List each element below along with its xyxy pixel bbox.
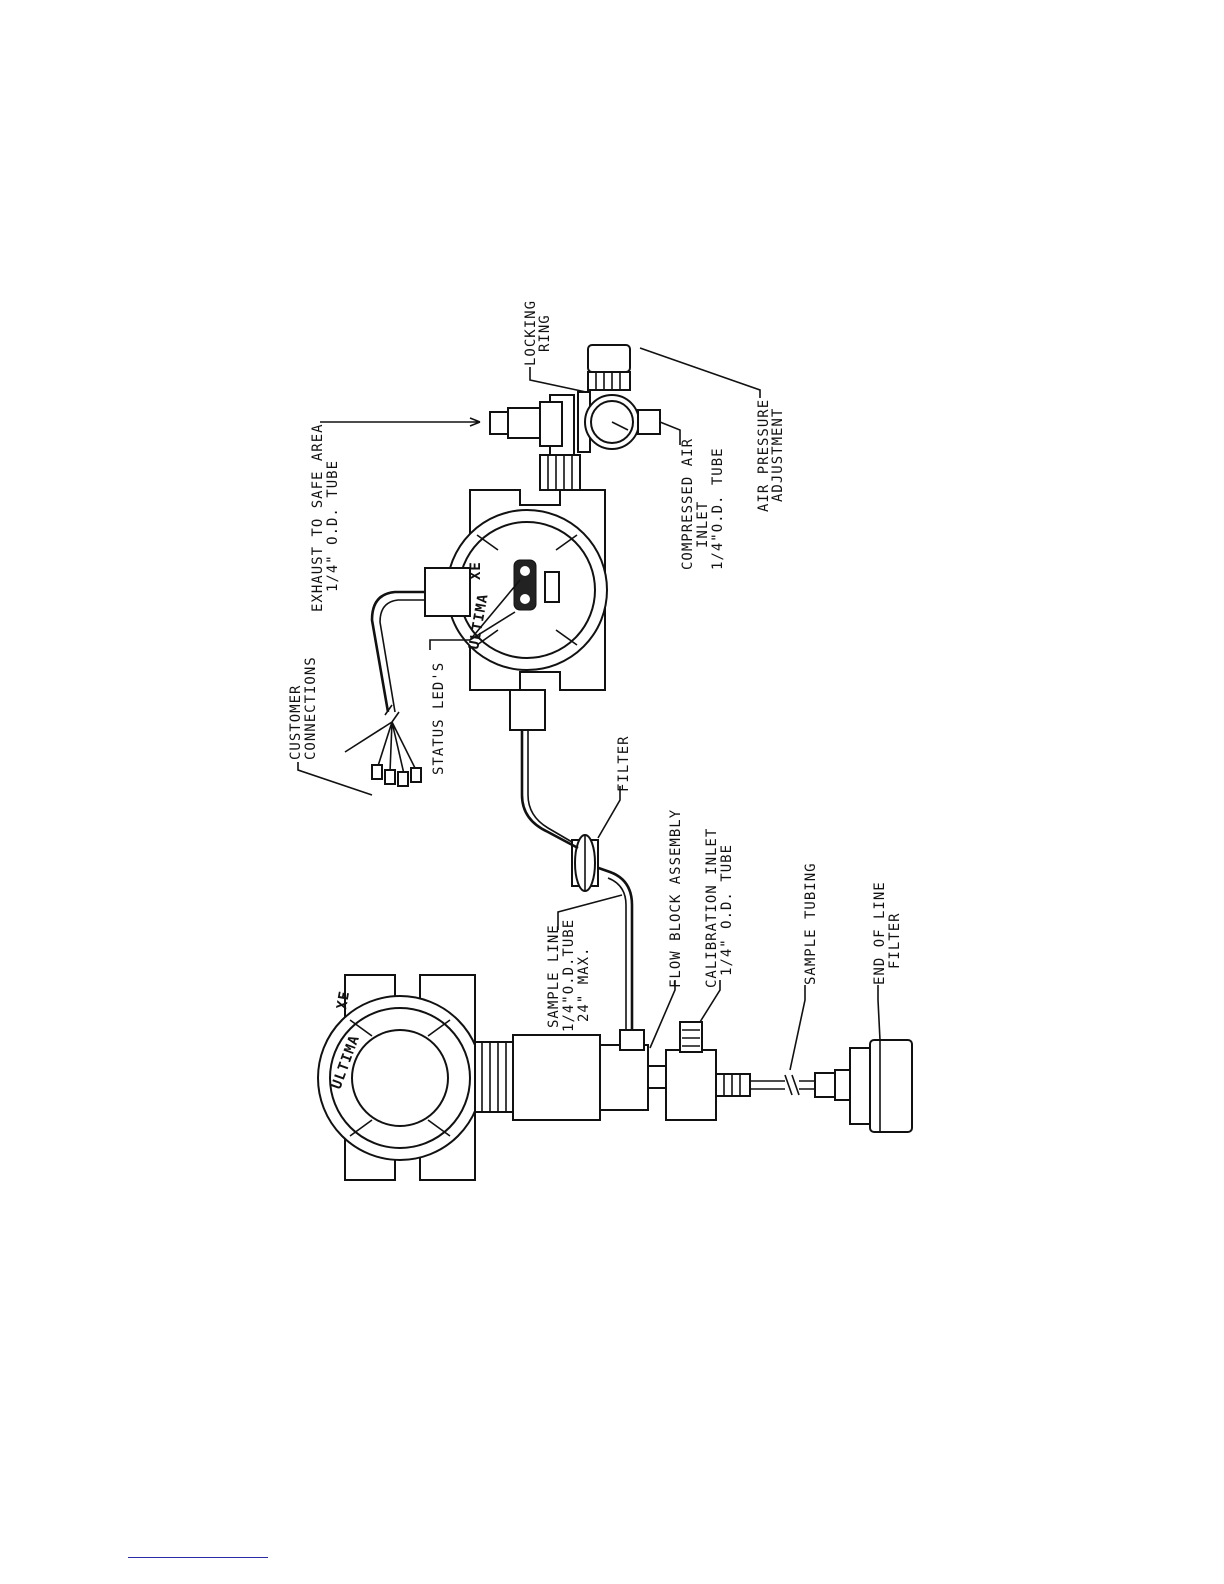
flow-block-assembly-body bbox=[513, 1030, 666, 1120]
label-exhaust-line2: 1/4" O.D. TUBE bbox=[325, 460, 341, 592]
label-customer-connections-line2: CONNECTIONS bbox=[303, 656, 319, 760]
label-exhaust-line1: EXHAUST TO SAFE AREA bbox=[310, 423, 326, 612]
label-end-of-line-filter-line2: FILTER bbox=[887, 912, 903, 969]
footer-rule bbox=[128, 1557, 268, 1558]
main-detector-model-text: XE bbox=[334, 989, 353, 1010]
label-sample-line-line1: SAMPLE LINE bbox=[546, 924, 562, 1028]
label-compressed-air-line3: 1/4"O.D. TUBE bbox=[710, 447, 726, 570]
label-air-pressure: AIR PRESSURE ADJUSTMENT bbox=[756, 399, 786, 512]
label-exhaust: EXHAUST TO SAFE AREA 1/4" O.D. TUBE bbox=[310, 423, 341, 612]
label-sample-line-line3: 24" MAX. bbox=[576, 947, 592, 1022]
label-locking-ring: LOCKING RING bbox=[523, 300, 553, 366]
tube-to-sampling-module bbox=[522, 730, 578, 848]
label-locking-ring-line2: RING bbox=[537, 314, 553, 352]
label-compressed-air-line2: INLET bbox=[695, 501, 711, 548]
label-end-of-line-filter-line1: END OF LINE bbox=[872, 881, 888, 985]
label-sample-line: SAMPLE LINE 1/4"O.D.TUBE 24" MAX. bbox=[546, 919, 592, 1032]
label-status-leds: STATUS LED'S bbox=[431, 662, 447, 775]
label-end-of-line-filter: END OF LINE FILTER bbox=[872, 881, 903, 985]
calibration-tee-block bbox=[666, 1022, 750, 1120]
label-air-pressure-line2: ADJUSTMENT bbox=[770, 408, 786, 502]
label-compressed-air: COMPRESSED AIR INLET 1/4"O.D. TUBE bbox=[680, 438, 726, 570]
sample-tubing-line bbox=[750, 1070, 850, 1100]
label-sample-tubing: SAMPLE TUBING bbox=[803, 862, 819, 985]
main-detector-housing: ULTIMA XE bbox=[318, 975, 513, 1180]
label-calibration-inlet-line1: CALIBRATION INLET bbox=[704, 828, 720, 988]
label-sample-line-line2: 1/4"O.D.TUBE bbox=[561, 919, 577, 1032]
inline-filter-part bbox=[572, 835, 598, 891]
customer-connection-cable bbox=[345, 592, 425, 786]
label-customer-connections: CUSTOMER CONNECTIONS bbox=[288, 656, 319, 760]
label-calibration-inlet: CALIBRATION INLET 1/4" O.D. TUBE bbox=[704, 828, 735, 988]
label-calibration-inlet-line2: 1/4" O.D. TUBE bbox=[719, 844, 735, 976]
label-compressed-air-line1: COMPRESSED AIR bbox=[680, 438, 696, 570]
label-filter: FILTER bbox=[616, 735, 632, 792]
label-customer-connections-line1: CUSTOMER bbox=[288, 685, 304, 760]
sampling-module-housing: ULTIMA XE bbox=[425, 455, 607, 730]
label-flow-block-assembly: FLOW BLOCK ASSEMBLY bbox=[668, 809, 684, 988]
regulator-assembly bbox=[490, 345, 660, 455]
end-of-line-filter-part bbox=[850, 1040, 912, 1132]
